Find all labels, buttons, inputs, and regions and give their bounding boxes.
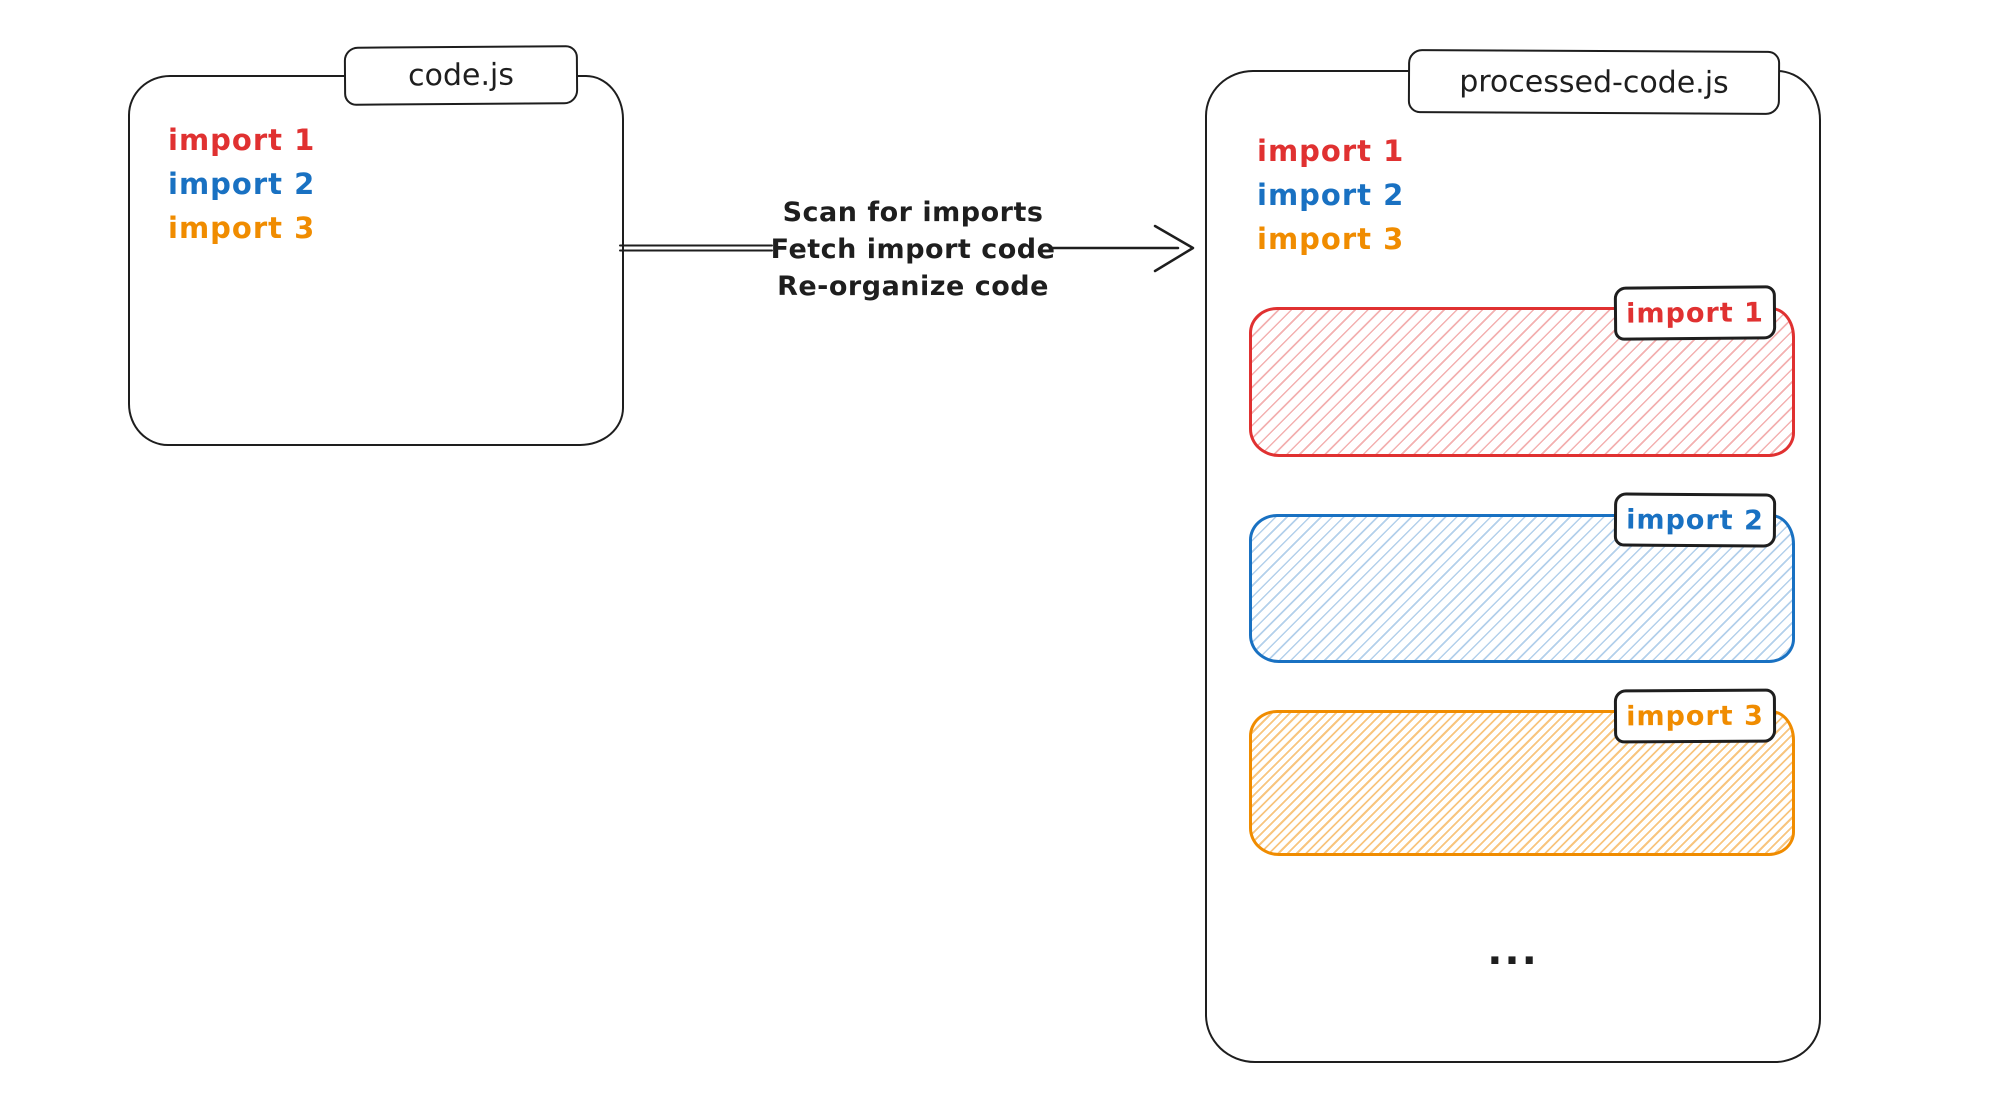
source-import-2: import 2 bbox=[168, 167, 316, 201]
source-file-box: import 1 import 2 import 3 bbox=[128, 75, 624, 446]
output-file-box: import 1 import 2 import 3 import 1 impo… bbox=[1205, 70, 1821, 1063]
output-import-3: import 3 bbox=[1257, 222, 1405, 256]
transform-arrow-icon bbox=[619, 224, 1195, 273]
code-block-label-import-1: import 1 bbox=[1613, 285, 1777, 341]
source-file-tab: code.js bbox=[343, 45, 579, 106]
source-import-1: import 1 bbox=[168, 123, 316, 157]
transform-step-2: Fetch import code bbox=[770, 234, 1056, 265]
output-file-tab: processed-code.js bbox=[1407, 49, 1781, 115]
output-import-2: import 2 bbox=[1257, 178, 1405, 212]
source-import-3: import 3 bbox=[168, 211, 316, 245]
source-imports-list: import 1 import 2 import 3 bbox=[168, 125, 315, 243]
transform-step-1: Scan for imports bbox=[782, 197, 1044, 228]
transform-steps: Scan for imports Fetch import code Re-or… bbox=[698, 194, 1128, 305]
code-block-import-3: import 3 bbox=[1249, 688, 1795, 856]
output-imports-list: import 1 import 2 import 3 bbox=[1257, 136, 1404, 254]
transform-step-3: Re-organize code bbox=[777, 271, 1049, 302]
output-import-1: import 1 bbox=[1257, 134, 1405, 168]
code-block-import-2: import 2 bbox=[1249, 492, 1795, 663]
code-block-import-1: import 1 bbox=[1249, 285, 1795, 457]
code-block-label-import-3: import 3 bbox=[1613, 688, 1777, 744]
code-block-label-import-2: import 2 bbox=[1613, 492, 1777, 548]
more-content-ellipsis: ... bbox=[1487, 928, 1539, 974]
